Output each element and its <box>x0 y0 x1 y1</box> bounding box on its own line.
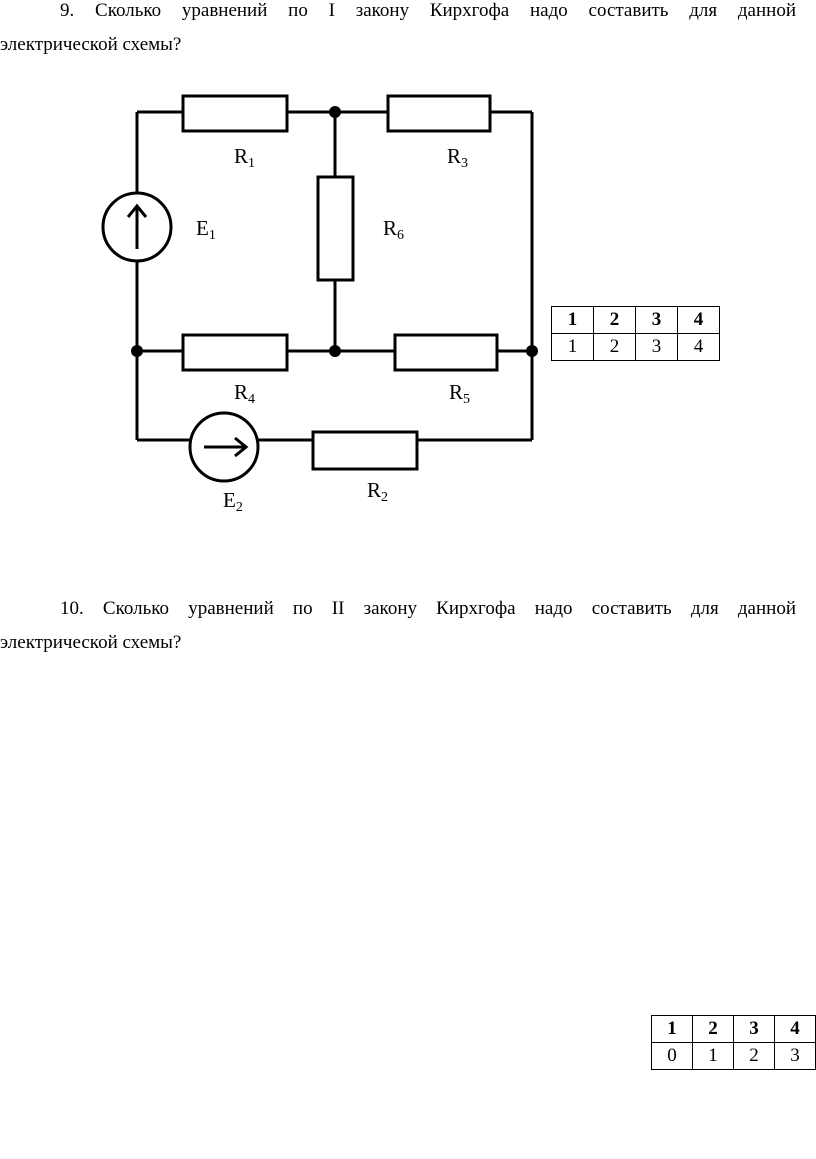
label-r5-sub: 5 <box>463 392 470 407</box>
answer-header-cell: 2 <box>593 306 636 334</box>
answer-table-9: 1 2 3 4 1 2 3 4 <box>551 306 720 361</box>
label-e1-base: E <box>196 216 209 240</box>
label-r2-sub: 2 <box>381 490 388 505</box>
question-9: 9. Сколько уравнений по I закону Кирхгоф… <box>0 0 796 62</box>
question-9-line-2: электрической схемы? <box>0 34 182 55</box>
arrow-up-icon-head <box>126 203 148 218</box>
resistor-r3 <box>386 94 492 133</box>
resistor-r5 <box>393 333 499 372</box>
label-e1: E1 <box>196 216 216 243</box>
resistor-r4 <box>181 333 289 372</box>
source-e1 <box>101 191 173 263</box>
node-dot <box>131 345 143 357</box>
label-r3-base: R <box>447 144 461 168</box>
label-r5-base: R <box>449 380 463 404</box>
question-10-line-1: 10. Сколько уравнений по II закону Кирхг… <box>60 598 796 619</box>
label-r2-base: R <box>367 478 381 502</box>
answer-option-cell[interactable]: 0 <box>651 1042 693 1070</box>
answer-option-cell[interactable]: 4 <box>677 333 720 361</box>
answer-option-cell[interactable]: 1 <box>551 333 594 361</box>
label-r3-sub: 3 <box>461 156 468 171</box>
answer-table-9-header: 1 2 3 4 <box>551 306 720 334</box>
answer-option-cell[interactable]: 3 <box>635 333 678 361</box>
question-9-line-1: 9. Сколько уравнений по I закону Кирхгоф… <box>60 0 796 21</box>
answer-header-cell: 4 <box>677 306 720 334</box>
node-dot <box>329 106 341 118</box>
label-r3: R3 <box>447 144 468 171</box>
resistor-r6 <box>316 175 355 282</box>
label-r1: R1 <box>234 144 255 171</box>
resistor-r2 <box>311 430 419 471</box>
resistor-r1 <box>181 94 289 133</box>
answer-table-10-header: 1 2 3 4 <box>651 1015 816 1043</box>
label-r4-base: R <box>234 380 248 404</box>
answer-header-cell: 3 <box>733 1015 775 1043</box>
answer-option-cell[interactable]: 2 <box>733 1042 775 1070</box>
label-e2-sub: 2 <box>236 500 243 515</box>
answer-header-cell: 2 <box>692 1015 734 1043</box>
question-10: 10. Сколько уравнений по II закону Кирхг… <box>0 592 796 660</box>
label-r2: R2 <box>367 478 388 505</box>
answer-option-cell[interactable]: 3 <box>774 1042 816 1070</box>
label-r6: R6 <box>383 216 404 243</box>
label-e2-base: E <box>223 488 236 512</box>
label-r4-sub: 4 <box>248 392 255 407</box>
label-r1-sub: 1 <box>248 156 255 171</box>
answer-option-cell[interactable]: 2 <box>593 333 636 361</box>
label-e2: E2 <box>223 488 243 515</box>
node-dot <box>526 345 538 357</box>
label-r4: R4 <box>234 380 255 407</box>
label-r6-sub: 6 <box>397 228 404 243</box>
label-r6-base: R <box>383 216 397 240</box>
answer-header-cell: 4 <box>774 1015 816 1043</box>
label-r1-base: R <box>234 144 248 168</box>
answer-option-cell[interactable]: 1 <box>692 1042 734 1070</box>
answer-table-10-values: 0 1 2 3 <box>651 1042 816 1070</box>
answer-table-10: 1 2 3 4 0 1 2 3 <box>651 1015 816 1070</box>
answer-header-cell: 1 <box>551 306 594 334</box>
source-e2 <box>188 411 260 483</box>
question-10-line-2: электрической схемы? <box>0 632 182 653</box>
node-dot <box>329 345 341 357</box>
answer-header-cell: 1 <box>651 1015 693 1043</box>
label-e1-sub: 1 <box>209 228 216 243</box>
arrow-right-icon-head <box>234 436 249 458</box>
answer-header-cell: 3 <box>635 306 678 334</box>
label-r5: R5 <box>449 380 470 407</box>
answer-table-9-values: 1 2 3 4 <box>551 333 720 361</box>
circuit-diagram: R1 R3 E1 R6 R4 R5 R2 E2 <box>101 94 538 515</box>
